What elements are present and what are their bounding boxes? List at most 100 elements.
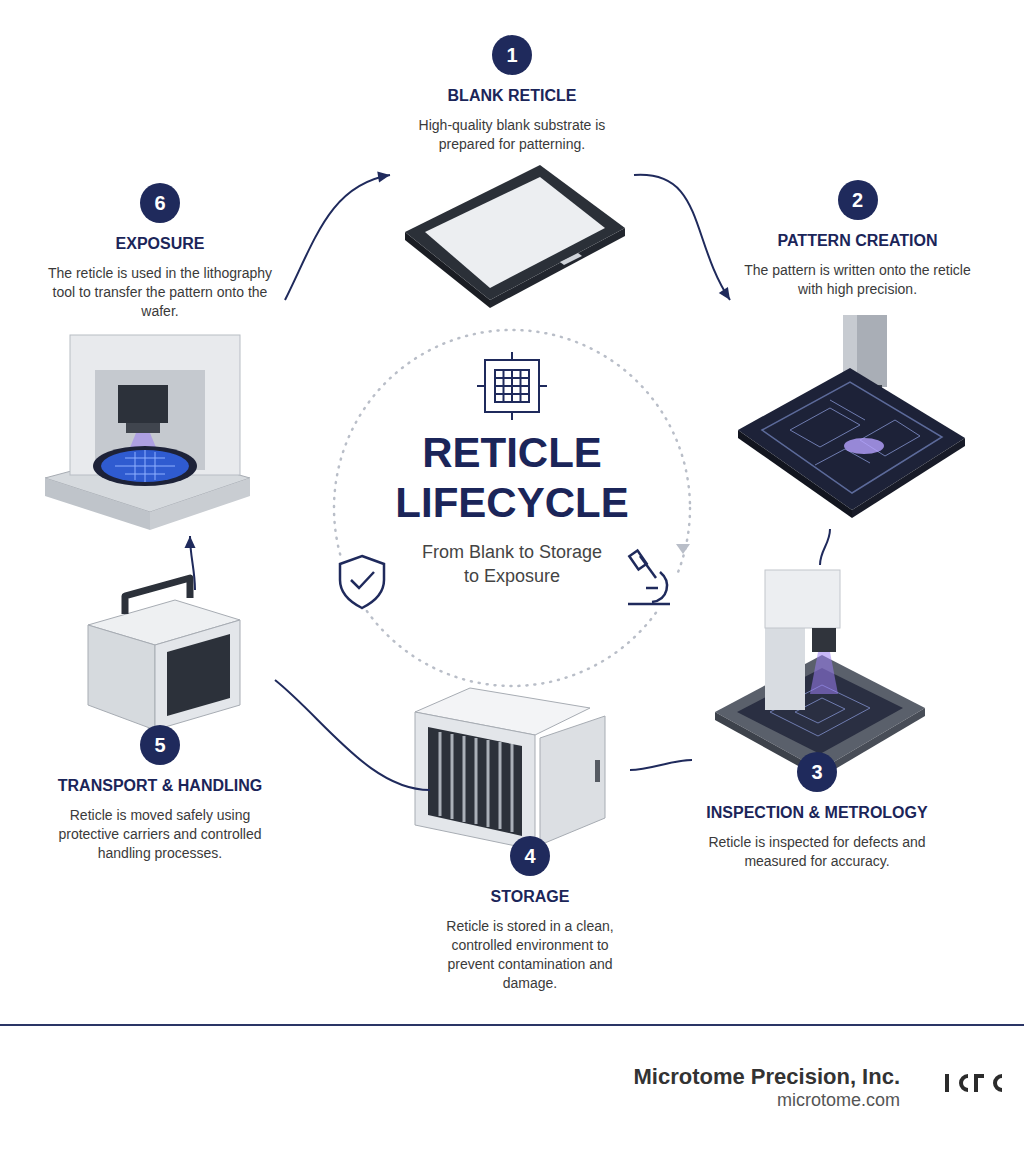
cycle-connector [820, 529, 830, 565]
process-step: 5TRANSPORT & HANDLING Reticle is moved sa… [45, 590, 275, 863]
illustration-part [101, 450, 189, 482]
step-heading: PATTERN CREATION [730, 230, 985, 252]
illustration-part [738, 368, 965, 510]
illustration-part [439, 732, 442, 816]
cycle-connector [630, 760, 692, 770]
step-number: 3 [797, 752, 837, 792]
illustration-part [93, 446, 197, 486]
illustration-part [45, 478, 150, 530]
illustration-part [463, 736, 466, 822]
illustration-part [539, 385, 547, 387]
illustration-part [88, 625, 155, 730]
illustration-part [511, 352, 513, 360]
step-number: 2 [838, 180, 878, 220]
illustration-part [428, 727, 522, 836]
illustration-part [135, 452, 136, 480]
illustration-part [118, 385, 168, 423]
illustration-part [155, 452, 156, 480]
diagram-title: RETICLE LIFECYCLE [382, 428, 642, 528]
process-step: 4STORAGE Reticle is stored in a clean, co… [430, 685, 630, 993]
illustration-part [765, 570, 840, 628]
illustration-part [595, 760, 600, 782]
illustration-part [560, 253, 582, 265]
illustration-part [332, 550, 392, 610]
illustration-part [155, 620, 240, 730]
step-number: 5 [140, 725, 180, 765]
cycle-connector [634, 175, 730, 300]
illustration-part [487, 740, 490, 827]
illustration-part [629, 551, 646, 570]
illustration-part [628, 603, 670, 606]
illustration-part [790, 400, 920, 465]
illustration-part [959, 1074, 968, 1092]
illustration-part [945, 1074, 1002, 1092]
illustration-part [830, 400, 865, 420]
step-heading: BLANK RETICLE [390, 85, 634, 107]
step-description: The reticle is used in the lithography t… [35, 264, 285, 321]
illustration-part [540, 716, 605, 845]
illustration-part [440, 732, 512, 832]
illustration-part [0, 1024, 1024, 1026]
website: microtome.com [777, 1090, 900, 1111]
step-heading: TRANSPORT & HANDLING [45, 775, 275, 797]
cycle-connector [275, 680, 430, 790]
step-description: The pattern is written onto the reticle … [730, 261, 985, 299]
illustration-part [477, 385, 485, 387]
illustration-part [340, 556, 384, 608]
illustration-part [511, 744, 514, 832]
step-number: 6 [140, 183, 180, 223]
illustration-part [334, 330, 690, 686]
arrow-head [377, 172, 390, 183]
step-description: High-quality blank substrate is prepared… [390, 116, 634, 154]
illustration-part [810, 652, 838, 694]
illustration-part [511, 412, 513, 420]
step-heading: EXPOSURE [35, 233, 285, 255]
illustration-part [125, 578, 190, 614]
process-step: 2PATTERN CREATION The pattern is written … [730, 180, 985, 529]
arrow-head [185, 536, 196, 548]
process-step: 3INSPECTION & METROLOGY Reticle is inspec… [692, 565, 942, 871]
diagram-caption: From Blank to Storage to Exposure [412, 540, 612, 588]
illustration-part [485, 360, 539, 412]
arrow-head [719, 287, 730, 300]
illustration-part [167, 634, 230, 716]
illustration-part [425, 177, 605, 288]
step-heading: STORAGE [430, 886, 630, 908]
illustration-part [812, 628, 836, 652]
cycle-connector [285, 175, 390, 300]
illustration-part [762, 382, 942, 493]
illustration-part [646, 587, 658, 590]
process-step: 1BLANK RETICLE High-quality blank substra… [390, 35, 634, 314]
illustration-part [495, 377, 529, 379]
illustration-part [945, 1074, 949, 1092]
illustration-part [495, 393, 529, 395]
step-description: Reticle is moved safely using protective… [45, 806, 275, 863]
illustration-part [477, 352, 547, 420]
illustration-part [738, 430, 852, 518]
illustration-part [115, 450, 175, 482]
illustration-part [974, 1074, 984, 1078]
illustration-part [993, 1074, 1002, 1092]
process-step: 6EXPOSURE The reticle is used in the lith… [35, 183, 285, 536]
illustration-part [499, 742, 502, 829]
step-heading: INSPECTION & METROLOGY [692, 802, 942, 824]
illustration-part [495, 370, 529, 402]
illustration-part [844, 438, 884, 454]
step-description: Reticle is stored in a clean, controlled… [430, 917, 630, 993]
illustration-part [145, 450, 146, 482]
illustration-part [405, 165, 625, 300]
illustration-part [475, 738, 478, 824]
illustration-part [495, 385, 529, 387]
step-number: 4 [510, 836, 550, 876]
illustration-part [150, 478, 250, 530]
illustration-part [415, 712, 535, 850]
title-block: RETICLE LIFECYCLE From Blank to Storage t… [362, 428, 662, 588]
illustration-part [126, 423, 160, 433]
illustration-part [351, 572, 374, 588]
illustration-part [676, 544, 690, 554]
illustration-part [618, 552, 678, 612]
illustration-part [451, 734, 454, 819]
step-number: 1 [492, 35, 532, 75]
step-description: Reticle is inspected for defects and mea… [692, 833, 942, 871]
